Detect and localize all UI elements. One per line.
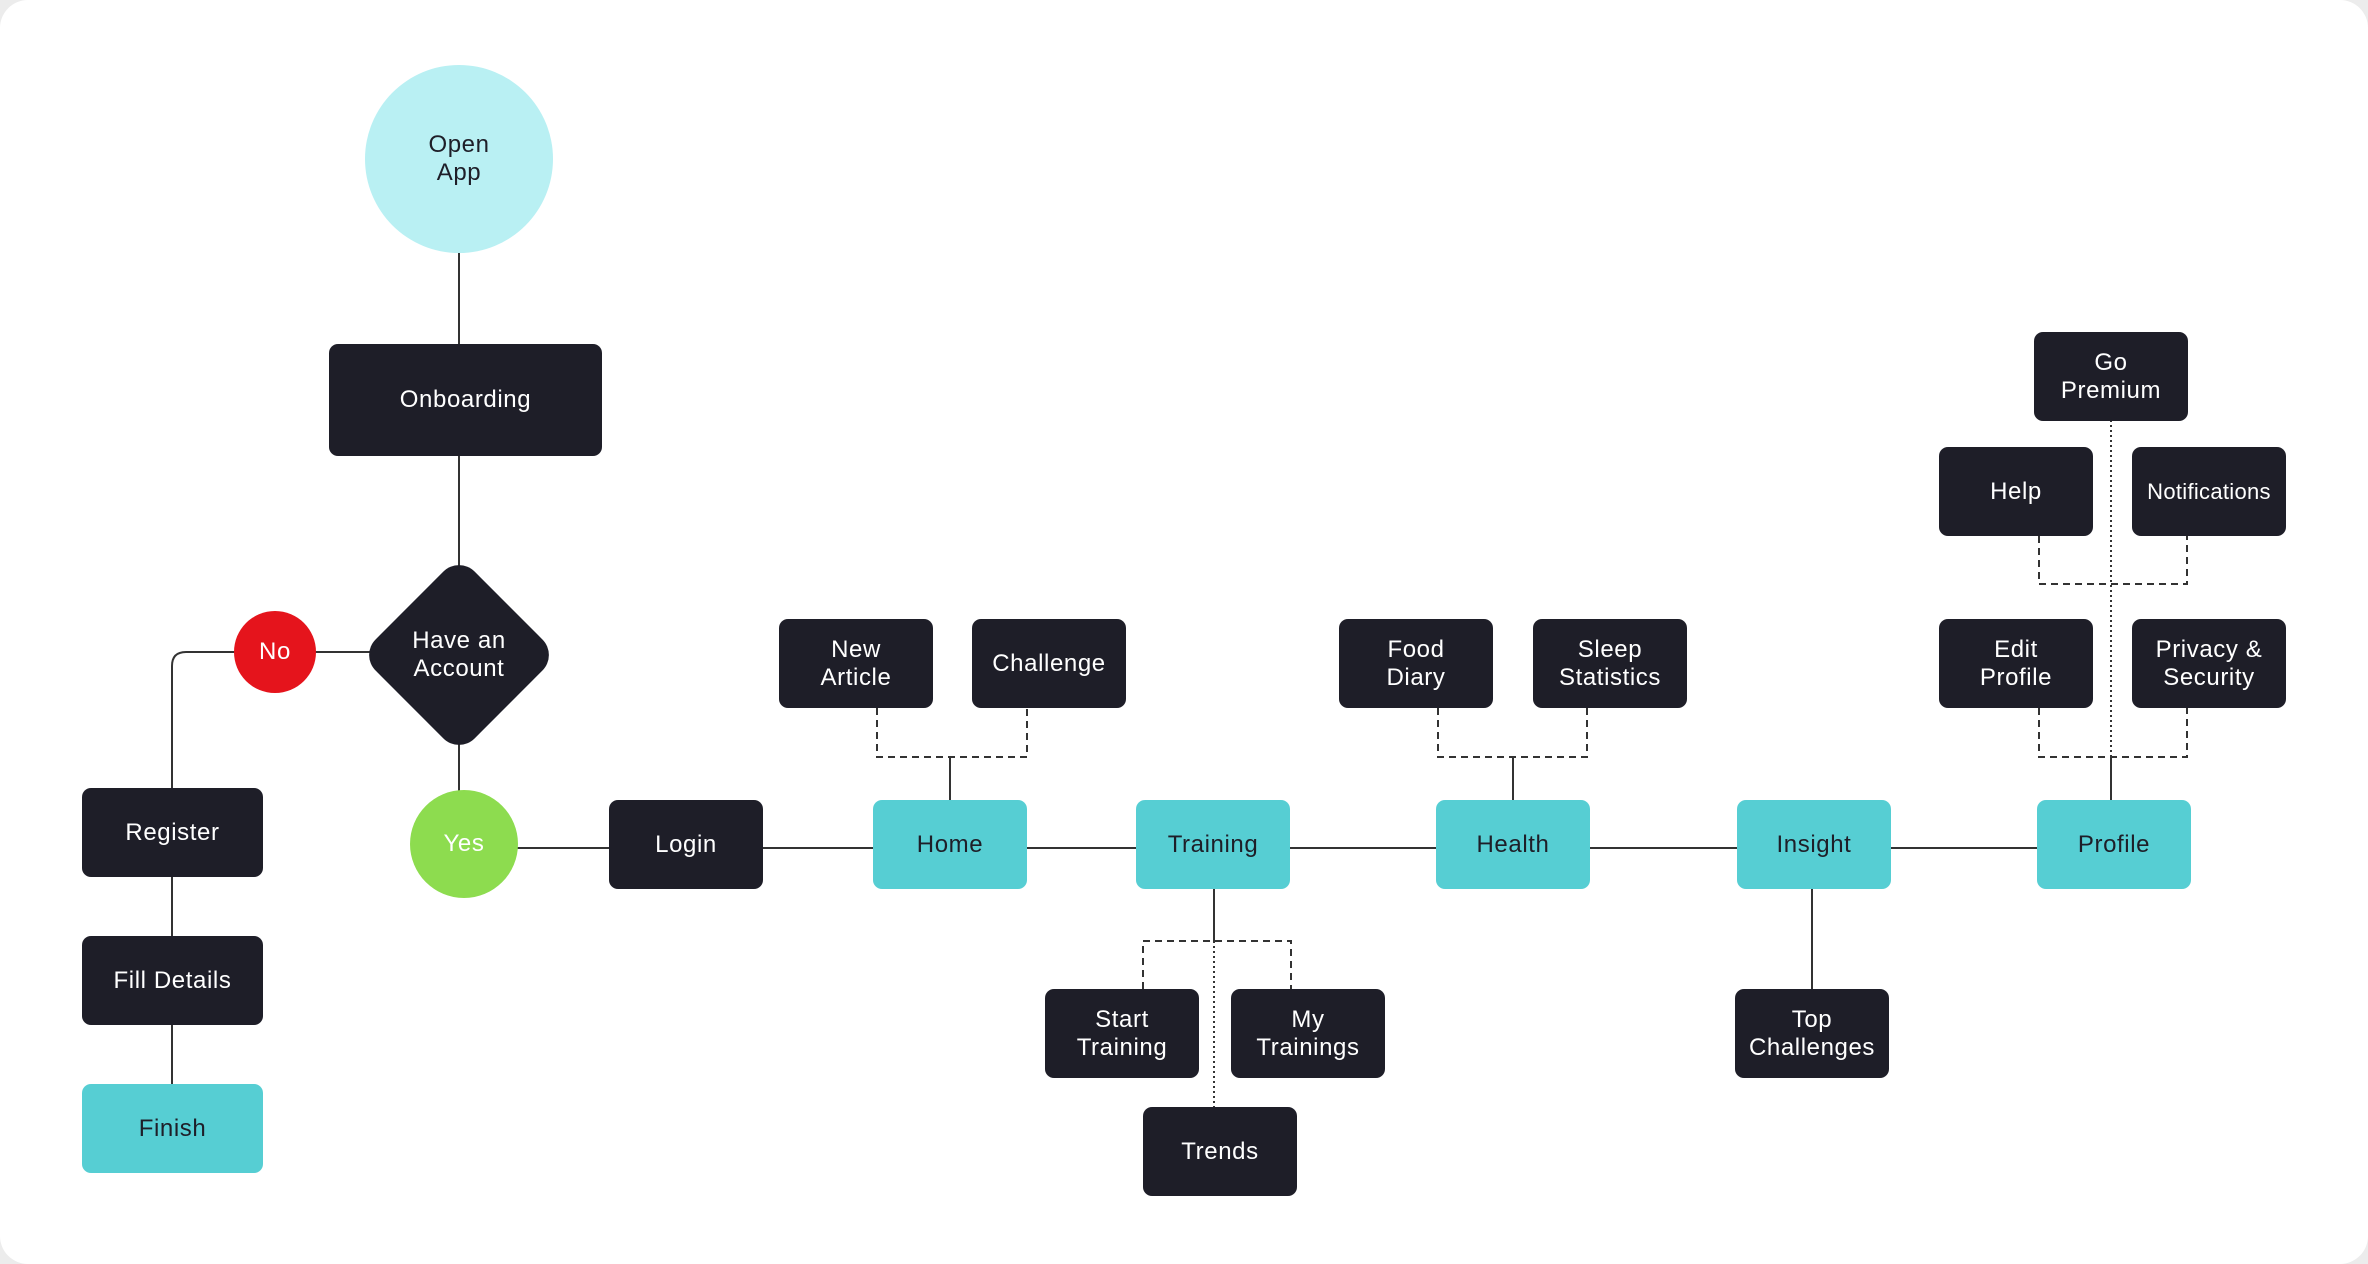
no-node: No <box>234 611 316 693</box>
go-premium-node: Go Premium <box>2034 332 2188 421</box>
bracket-home-children <box>876 708 1028 758</box>
privacy-security-node: Privacy & Security <box>2132 619 2286 708</box>
open-app-node: Open App <box>365 65 553 253</box>
bracket-health-children <box>1437 708 1588 758</box>
help-node: Help <box>1939 447 2093 536</box>
decision-label: Have an Account <box>412 627 506 682</box>
bracket-profile-upper-children <box>2038 536 2188 585</box>
finish-node: Finish <box>82 1084 263 1173</box>
bracket-profile-children <box>2038 708 2188 758</box>
profile-node: Profile <box>2037 800 2191 889</box>
trends-node: Trends <box>1143 1107 1297 1196</box>
yes-node: Yes <box>410 790 518 898</box>
health-node: Health <box>1436 800 1590 889</box>
training-node: Training <box>1136 800 1290 889</box>
top-challenges-node: Top Challenges <box>1735 989 1889 1078</box>
login-node: Login <box>609 800 763 889</box>
new-article-node: New Article <box>779 619 933 708</box>
food-diary-node: Food Diary <box>1339 619 1493 708</box>
onboarding-node: Onboarding <box>329 344 602 456</box>
start-training-node: Start Training <box>1045 989 1199 1078</box>
my-trainings-node: My Trainings <box>1231 989 1385 1078</box>
sleep-statistics-node: Sleep Statistics <box>1533 619 1687 708</box>
edit-profile-node: Edit Profile <box>1939 619 2093 708</box>
fill-details-node: Fill Details <box>82 936 263 1025</box>
challenge-node: Challenge <box>972 619 1126 708</box>
insight-node: Insight <box>1737 800 1891 889</box>
register-node: Register <box>82 788 263 877</box>
home-node: Home <box>873 800 1027 889</box>
notifications-node: Notifications <box>2132 447 2286 536</box>
line-no-to-register <box>171 651 236 788</box>
bracket-training-children <box>1142 940 1292 989</box>
